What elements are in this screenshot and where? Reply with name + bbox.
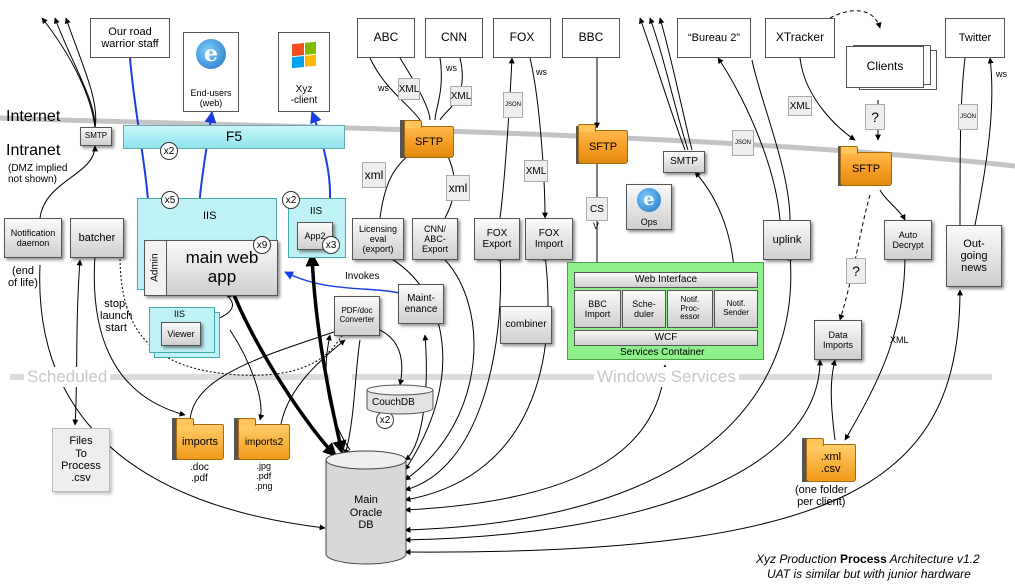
badge-f5-x2: x2: [160, 142, 178, 160]
badge-app2-x2: x2: [282, 191, 300, 209]
sftp-bbc-folder: SFTP: [578, 124, 628, 164]
pdf-converter-box: PDF/doc Converter: [334, 296, 380, 336]
f5-load-balancer: F5: [123, 125, 345, 149]
iis-app2-label: IIS: [310, 206, 323, 217]
question-doc-decrypt: ?: [846, 258, 866, 284]
batcher-box: batcher: [70, 218, 124, 258]
internet-label: Internet: [6, 108, 61, 125]
files-to-process-doc: Files To Process .csv: [52, 428, 110, 492]
caption-prefix: Xyz Production: [756, 552, 841, 566]
fox-export-box: FOX Export: [474, 218, 520, 260]
xml-doc-xtracker: XML: [788, 96, 812, 116]
ops-box: e Ops: [626, 184, 672, 230]
ws-label-fox: ws: [536, 67, 547, 77]
internet-explorer-icon: e: [196, 39, 226, 69]
bbc-box: BBC: [562, 18, 620, 58]
admin-label: Admin: [149, 253, 161, 283]
intranet-label: Intranet: [6, 142, 61, 159]
invokes-label: Invokes: [345, 271, 380, 282]
ops-label: Ops: [640, 216, 658, 227]
client-xml-csv-folder: .xml .csv: [806, 438, 856, 482]
json-doc-fox: JSON: [503, 92, 523, 118]
sftp-xtracker-folder: SFTP: [840, 146, 892, 186]
json-doc-twitter: JSON: [958, 104, 978, 130]
cnn-box: CNN: [425, 18, 483, 58]
bbc-import-box: BBC Import: [574, 290, 621, 328]
dmz-note: (DMZ implied not shown): [8, 163, 68, 185]
main-db-label: Main Oracle DB: [349, 494, 383, 532]
stop-launch-note: stop, launch start: [100, 298, 133, 335]
combiner-box: combiner: [500, 306, 552, 344]
end-users-box: e End-users (web): [183, 32, 239, 112]
web-interface-box: Web Interface: [574, 272, 758, 288]
xml-label-decrypt: XML: [890, 335, 909, 345]
scheduler-box: Sche- duler: [622, 290, 666, 328]
iis-main-label: IIS: [203, 210, 217, 222]
maintenance-box: Maint- enance: [398, 284, 444, 324]
admin-tab: Admin: [145, 241, 167, 295]
diagram-caption: Xyz Production Process Architecture v1.2: [756, 552, 980, 566]
imports2-extensions: .jpg .pdf .png: [255, 461, 273, 491]
couchdb-label: CouchDB: [372, 397, 415, 408]
auto-decrypt-box: Auto Decrypt: [884, 220, 932, 260]
sftp-abc-folder: SFTP: [404, 120, 454, 158]
imports-folder: imports: [176, 418, 224, 460]
one-folder-note: (one folder per client): [795, 484, 848, 509]
twitter-box: Twitter: [945, 18, 1005, 58]
iis-viewer-label: IIS: [174, 309, 186, 319]
road-warrior-staff-box: Our road warrior staff: [90, 18, 170, 58]
ws-label-abc: ws: [378, 83, 389, 93]
caption-bold: Process: [840, 552, 887, 566]
end-of-life-note: (end of life): [8, 265, 38, 290]
main-db-cylinder: [325, 450, 407, 565]
main-web-app-label: main web app: [185, 248, 259, 286]
services-container-title: Services Container: [620, 347, 705, 358]
question-doc-clients: ?: [865, 104, 885, 130]
xml-doc-cnn-export: xml: [446, 175, 470, 201]
couchdb-cylinder: [366, 384, 434, 415]
diagram-caption-line2: UAT is similar but with junior hardware: [767, 567, 971, 581]
clients-box: Clients: [846, 46, 924, 88]
badge-app2-x3: x3: [322, 236, 340, 254]
outgoing-news-box: Out- going news: [946, 225, 1002, 287]
xtracker-box: XTracker: [765, 18, 835, 58]
notification-daemon-box: Notification daemon: [4, 218, 62, 258]
xml-doc-licensing: xml: [362, 162, 386, 188]
json-doc-bureau: JSON: [732, 130, 754, 156]
fox-box: FOX: [493, 18, 551, 58]
imports2-folder: imports2: [238, 418, 290, 460]
ws-label-twitter: ws: [996, 69, 1007, 79]
windows-services-zone-label: Windows Services: [594, 367, 739, 387]
windows-logo-icon: [292, 41, 316, 69]
csv-doc-bbc: CS: [586, 197, 608, 221]
badge-main-x9: x9: [253, 236, 271, 254]
imports-extensions: .doc .pdf: [190, 462, 209, 484]
ws-label-cnn: ws: [446, 63, 457, 73]
csv-doc-bbc-v: V: [593, 221, 600, 231]
abc-box: ABC: [357, 18, 415, 58]
smtp-left-box: SMTP: [80, 127, 112, 146]
xyz-client-label: Xyz -client: [290, 83, 318, 106]
caption-suffix: Architecture v1.2: [886, 552, 980, 566]
xml-doc-abc: XML: [398, 78, 420, 100]
licensing-eval-box: Licensing eval (export): [352, 218, 404, 260]
xml-doc-fox: XML: [524, 160, 548, 182]
ops-ie-icon: e: [637, 188, 661, 212]
xml-doc-cnn: XML: [450, 86, 472, 106]
wcf-box: WCF: [574, 330, 758, 346]
data-imports-box: Data Imports: [814, 320, 862, 360]
xyz-client-box: Xyz -client: [278, 32, 330, 112]
notif-processor-box: Notif. Proc- essor: [667, 290, 713, 328]
scheduled-zone-label: Scheduled: [24, 367, 111, 387]
viewer-box: Viewer: [161, 322, 201, 346]
smtp-right-box: SMTP: [663, 151, 705, 173]
notif-sender-box: Notif. Sender: [714, 290, 758, 328]
badge-iis-x5: x5: [161, 191, 179, 209]
uplink-box: uplink: [763, 220, 811, 260]
fox-import-box: FOX Import: [525, 218, 573, 260]
bureau-2-box: “Bureau 2”: [677, 18, 751, 58]
end-users-label: End-users (web): [190, 87, 232, 108]
cnn-abc-export-box: CNN/ ABC- Export: [412, 218, 458, 260]
